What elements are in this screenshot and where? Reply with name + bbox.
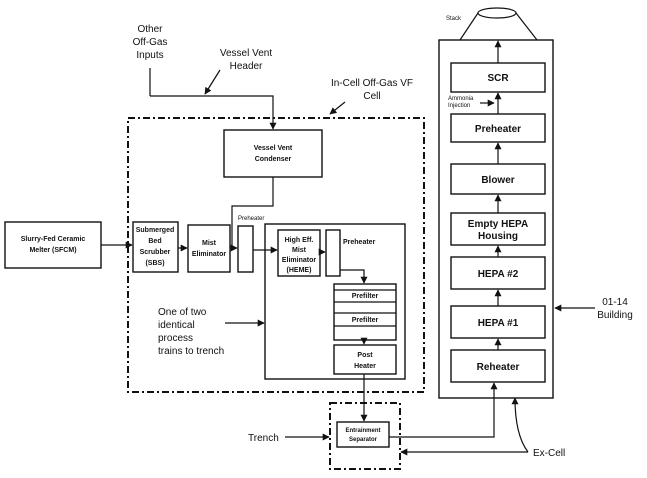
empty-hepa-block: Empty HEPA Housing: [450, 212, 546, 246]
post-heater-label-2: Heater: [354, 363, 376, 370]
prefilter1-label: Prefilter: [352, 293, 379, 300]
vessel-vent-header-label-2: Header: [230, 61, 263, 72]
vvc-label-1: Vessel Vent: [254, 145, 293, 152]
sfcm-block: Slurry-Fed Ceramic Melter (SFCM): [4, 221, 102, 269]
preheater-small-block: Preheater: [237, 216, 264, 273]
sbs-label-1: Submerged: [136, 227, 175, 234]
es-label-2: Separator: [349, 437, 378, 443]
reheater-block: Reheater: [450, 349, 546, 383]
sfcm-label-1: Slurry-Fed Ceramic: [21, 236, 86, 243]
hepa2-label: HEPA #2: [478, 269, 519, 280]
entrainment-separator-block: Entrainment Separator: [336, 421, 390, 448]
blower-label: Blower: [481, 175, 514, 186]
prefilter2-label: Prefilter: [352, 317, 379, 324]
one-of-two-label-4: trains to trench: [158, 346, 224, 357]
hepa1-block: HEPA #1: [450, 305, 546, 339]
building-label-2: Building: [597, 310, 633, 321]
vvc-label-2: Condenser: [255, 156, 292, 163]
trench-label: Trench: [248, 433, 279, 444]
reheater-label: Reheater: [477, 362, 520, 373]
preheater-stack-block: Preheater: [450, 113, 546, 143]
vessel-vent-header-label-1: Vessel Vent: [220, 48, 272, 59]
ammonia-label-2: Injection: [448, 103, 470, 109]
trench-boundary: [329, 402, 401, 470]
hepa1-label: HEPA #1: [478, 318, 519, 329]
blower-block: Blower: [450, 163, 546, 195]
hepa2-block: HEPA #2: [450, 256, 546, 290]
one-of-two-label-1: One of two: [158, 307, 207, 318]
ex-cell-curve: [511, 397, 529, 453]
mist-eliminator-label-2: Eliminator: [192, 251, 227, 258]
flow-preheater2-prefilter: [340, 269, 368, 284]
empty-hepa-label-2: Housing: [478, 231, 518, 242]
heme-label-3: Eliminator: [282, 257, 317, 264]
prefilter-stack: Prefilter Prefilter: [333, 283, 397, 341]
other-offgas-label-1: Other: [137, 24, 163, 35]
heme-block: High Eff. Mist Eliminator (HEME): [277, 229, 321, 277]
post-heater-block: Post Heater: [333, 344, 397, 375]
vessel-vent-condenser-block: Vessel Vent Condenser: [223, 129, 323, 178]
vessel-vent-header-line: [150, 95, 277, 130]
ammonia-label-1: Ammonia: [448, 96, 474, 102]
building-label-1: 01-14: [602, 297, 628, 308]
post-heater-label-1: Post: [357, 352, 373, 359]
ex-cell-label: Ex-Cell: [533, 448, 565, 459]
empty-hepa-label-1: Empty HEPA: [468, 219, 528, 230]
sbs-label-4: (SBS): [145, 260, 164, 267]
incell-label-1: In-Cell Off-Gas VF: [331, 78, 413, 89]
preheater-stack-label: Preheater: [475, 124, 521, 135]
sfcm-label-2: Melter (SFCM): [29, 247, 76, 254]
incell-label-pointer: [329, 101, 346, 115]
other-offgas-label-2: Off-Gas: [133, 37, 168, 48]
stack-top: [477, 7, 517, 19]
preheater-small-label: Preheater: [238, 216, 264, 222]
mist-eliminator-block: Mist Eliminator: [187, 224, 231, 273]
flow-es-reheater: [389, 382, 498, 438]
es-label-1: Entrainment: [345, 428, 380, 434]
header-label-pointer: [204, 69, 221, 95]
preheater2-block: Preheater: [325, 229, 376, 277]
heme-label-4: (HEME): [287, 267, 312, 274]
mist-eliminator-label-1: Mist: [202, 240, 217, 247]
scr-label: SCR: [487, 73, 509, 84]
stack-label: Stack: [446, 16, 462, 22]
preheater2-label: Preheater: [343, 239, 376, 246]
other-offgas-label-3: Inputs: [136, 50, 163, 61]
flow-condenser-preheater: [231, 177, 274, 248]
one-of-two-label-3: process: [158, 333, 193, 344]
sbs-label-3: Scrubber: [140, 249, 171, 256]
incell-label-2: Cell: [363, 91, 380, 102]
heme-label-1: High Eff.: [285, 237, 314, 244]
one-of-two-label-2: identical: [158, 320, 195, 331]
sbs-label-2: Bed: [148, 238, 161, 245]
scr-block: SCR: [450, 62, 546, 93]
sbs-block: Submerged Bed Scrubber (SBS): [132, 221, 179, 273]
heme-label-2: Mist: [292, 247, 307, 254]
